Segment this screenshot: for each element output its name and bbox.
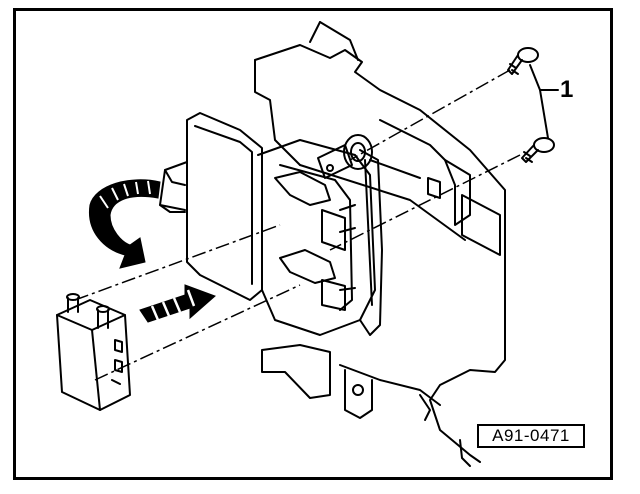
figure-id-label: A91-0471 bbox=[477, 424, 585, 448]
bolts bbox=[507, 47, 555, 163]
relay-carrier-cover bbox=[159, 112, 263, 301]
rotation-arrow bbox=[88, 179, 161, 269]
relay-unit bbox=[56, 293, 131, 411]
alignment-lines bbox=[74, 69, 521, 381]
relay-holder bbox=[257, 134, 383, 336]
callout-leader bbox=[529, 64, 559, 139]
callout-number: 1 bbox=[560, 76, 574, 103]
insertion-arrow bbox=[139, 284, 216, 323]
mounting-bracket bbox=[254, 21, 506, 467]
